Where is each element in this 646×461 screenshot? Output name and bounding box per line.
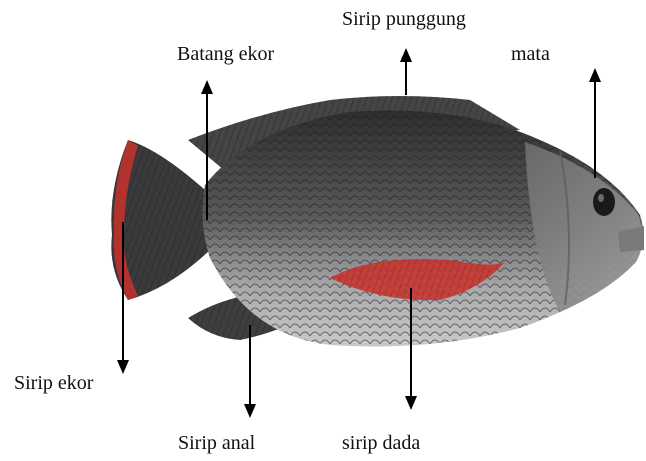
arrow-sirip-punggung xyxy=(400,48,412,95)
label-sirip-ekor: Sirip ekor xyxy=(14,373,93,393)
label-sirip-dada: sirip dada xyxy=(342,433,420,453)
label-batang-ekor: Batang ekor xyxy=(177,44,274,64)
arrow-mata xyxy=(589,68,601,178)
eye-icon xyxy=(593,188,615,216)
tail-fin xyxy=(111,140,210,300)
arrow-sirip-anal xyxy=(244,325,256,418)
label-mata: mata xyxy=(511,44,550,64)
label-sirip-anal: Sirip anal xyxy=(178,433,255,453)
label-sirip-punggung: Sirip punggung xyxy=(342,9,466,29)
